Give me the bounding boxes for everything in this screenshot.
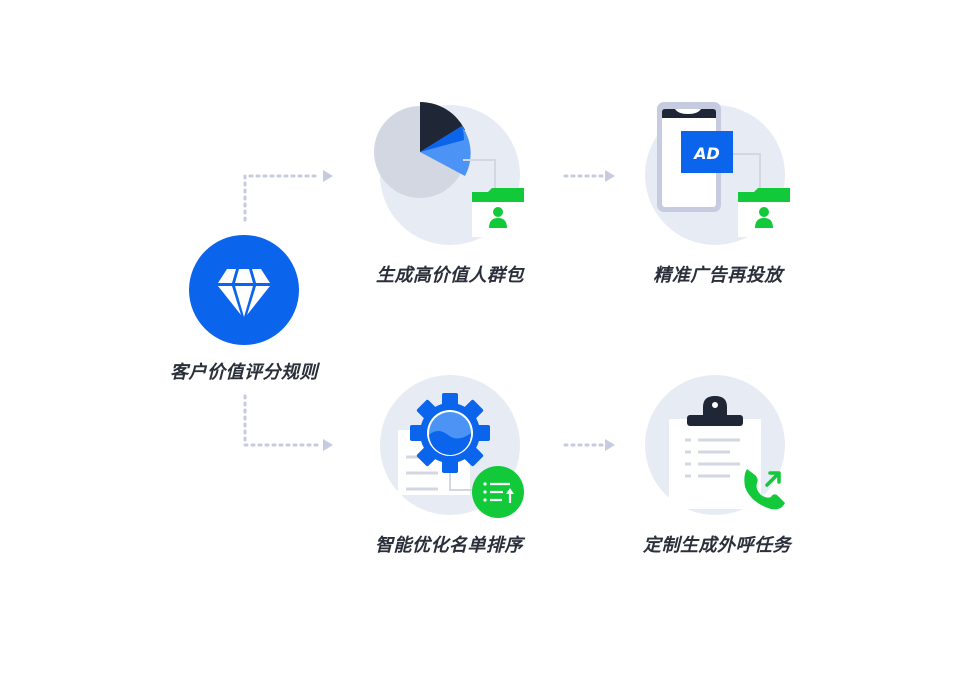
step-call-icon (645, 375, 795, 525)
step-sort-label: 智能优化名单排序 (375, 535, 523, 556)
gear-list-icon (380, 375, 524, 518)
pie-chart-folder-icon (374, 101, 524, 245)
root-label: 客户价值评分规则 (170, 362, 318, 383)
connector-root-to-top (243, 174, 320, 222)
ad-badge: AD (692, 144, 720, 163)
step-audience-icon (370, 100, 530, 245)
clipboard-phone-icon (645, 375, 785, 515)
arrow-root-to-top (323, 170, 333, 182)
connector-root-to-bottom (243, 394, 320, 447)
arrow-sort-to-call (605, 439, 615, 451)
step-ad-label: 精准广告再投放 (653, 265, 783, 286)
phone-ad-icon: AD (645, 102, 790, 245)
diamond-icon (189, 235, 299, 345)
step-audience-label: 生成高价值人群包 (376, 265, 524, 286)
step-ad-icon: AD (645, 100, 805, 245)
step-call-label: 定制生成外呼任务 (643, 535, 791, 556)
arrow-root-to-bottom (323, 439, 333, 451)
step-sort-icon (378, 375, 528, 525)
root-node (189, 235, 299, 345)
arrow-audience-to-ad (605, 170, 615, 182)
